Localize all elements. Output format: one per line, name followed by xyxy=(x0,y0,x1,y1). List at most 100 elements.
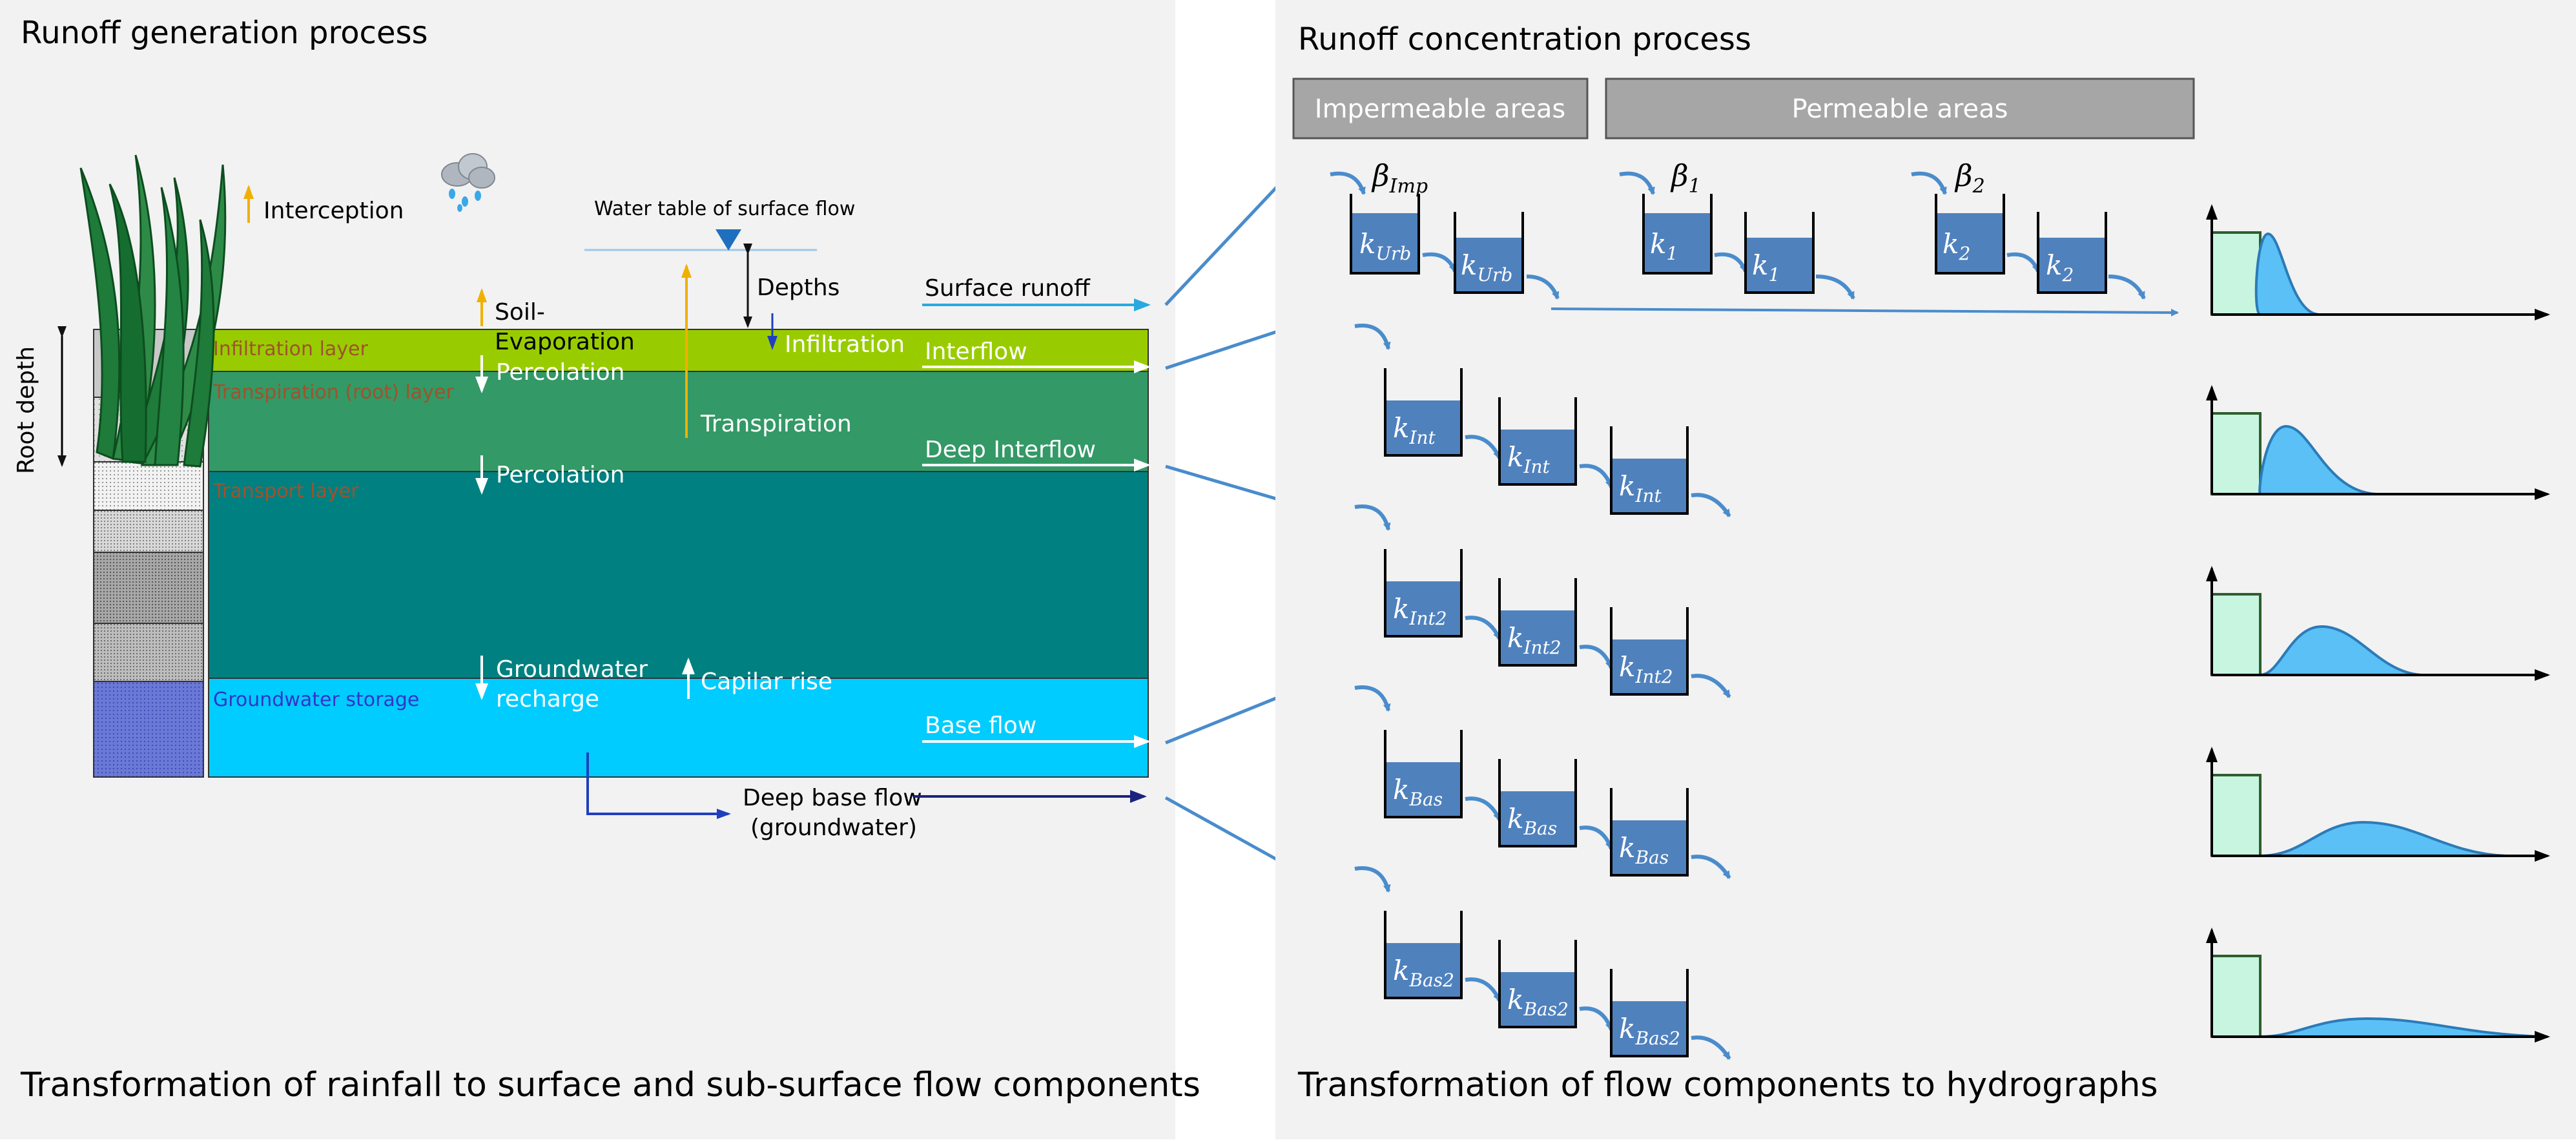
svg-text:k1: k1 xyxy=(1752,249,1780,286)
tank-int-2: kInt xyxy=(1498,397,1577,486)
tank-k2-2: k2 xyxy=(2037,212,2107,294)
percolation-label-2: Percolation xyxy=(496,462,624,488)
svg-text:kBas: kBas xyxy=(1507,803,1557,839)
svg-text:kUrb: kUrb xyxy=(1359,228,1411,264)
capillar-rise-label: Capilar rise xyxy=(701,669,832,695)
water-table-triangle-icon xyxy=(716,229,741,251)
tank-connector-k2 xyxy=(2006,252,2040,273)
tank-urb-1: kUrb xyxy=(1350,194,1420,275)
tank-urb-2: kUrb xyxy=(1454,212,1524,294)
tank-connector-k1 xyxy=(1714,252,1747,273)
svg-text:kBas2: kBas2 xyxy=(1393,955,1454,991)
permeable-header-label: Permeable areas xyxy=(1792,94,2008,124)
hydrograph-1 xyxy=(2206,204,2550,320)
svg-text:kInt2: kInt2 xyxy=(1393,593,1447,629)
tank-k2-1: k2 xyxy=(1935,194,2005,275)
groundwater-layer xyxy=(208,678,1149,778)
tank-connector-bas2-2 xyxy=(1579,1006,1613,1031)
tank-int2-1: kInt2 xyxy=(1384,549,1463,638)
tank-k1-2: k1 xyxy=(1744,212,1815,294)
svg-text:kBas2: kBas2 xyxy=(1507,984,1569,1020)
tank-connector-int-3 xyxy=(1691,493,1731,517)
surface-runoff-label: Surface runoff xyxy=(925,275,1091,302)
tank-bas2-3: kBas2 xyxy=(1610,969,1689,1057)
transpiration-layer xyxy=(208,371,1149,472)
tank-int-3: kInt xyxy=(1610,426,1689,515)
tank-chain-rows: kInt kInt kInt kInt2 kInt2 kInt2 kBas kBas kBas k… xyxy=(1354,324,1731,1060)
interception-label: Interception xyxy=(263,198,404,224)
svg-text:kBas: kBas xyxy=(1393,774,1443,810)
depths-label: Depths xyxy=(757,275,840,301)
svg-text:k1: k1 xyxy=(1650,228,1678,264)
rain-cloud-icon xyxy=(441,153,495,212)
tank-connector-bas-3 xyxy=(1691,855,1731,879)
transpiration-label: Transpiration xyxy=(700,411,852,437)
inflow-arrow-bas xyxy=(1354,685,1391,712)
svg-text:k2: k2 xyxy=(2046,249,2074,286)
row1-collector-arrow xyxy=(1551,307,2179,317)
svg-text:kInt: kInt xyxy=(1393,412,1436,448)
right-panel-background xyxy=(1275,0,2576,1139)
groundwater-layer-label: Groundwater storage xyxy=(213,689,419,711)
inflow-arrow-k2 xyxy=(1911,171,1947,195)
groundwater-recharge-label-1: Groundwater xyxy=(496,656,648,683)
hydrograph-3 xyxy=(2206,566,2550,681)
tank-bas-3: kBas xyxy=(1610,788,1689,877)
deep-interflow-label: Deep Interflow xyxy=(925,437,1096,463)
impermeable-header xyxy=(1292,78,1589,140)
infiltration-process-label: Infiltration xyxy=(785,331,905,358)
tank-connector-int2-1 xyxy=(1465,616,1501,640)
tank-connector-bas-1 xyxy=(1465,796,1501,821)
tank-connector-int2-3 xyxy=(1691,674,1731,698)
svg-text:kInt2: kInt2 xyxy=(1619,651,1673,687)
tank-bas2-2: kBas2 xyxy=(1498,940,1577,1028)
svg-text:k2: k2 xyxy=(1942,228,1970,264)
beta-imp-label: βImp xyxy=(1371,158,1428,198)
hydrograph-4 xyxy=(2206,747,2550,862)
hydrograph-5 xyxy=(2206,928,2550,1043)
tank-connector-bas2-3 xyxy=(1691,1035,1731,1060)
hydrograph-set xyxy=(2206,204,2550,1043)
tank-bas-2: kBas xyxy=(1498,759,1577,847)
svg-text:kBas: kBas xyxy=(1619,832,1669,868)
tank-bas-1: kBas xyxy=(1384,730,1463,818)
transpiration-layer-label: Transpiration (root) layer xyxy=(212,381,454,404)
right-panel-caption: Transformation of flow components to hyd… xyxy=(1297,1066,2158,1105)
deep-base-flow-path xyxy=(586,753,731,819)
inflow-arrow-bas2 xyxy=(1354,866,1391,893)
svg-text:kInt: kInt xyxy=(1507,441,1551,477)
groundwater-recharge-label-2: recharge xyxy=(496,686,599,712)
left-panel-title: Runoff generation process xyxy=(21,15,428,51)
svg-text:kInt: kInt xyxy=(1619,470,1662,506)
water-table-label: Water table of surface flow xyxy=(594,198,855,220)
tank-connector-int2-2 xyxy=(1579,645,1613,669)
infiltration-layer-label: Infiltration layer xyxy=(213,338,369,360)
deep-base-flow-label-1: Deep base flow xyxy=(743,785,922,811)
tank-outflow-urb xyxy=(1526,275,1560,300)
inflow-arrow-k1 xyxy=(1619,171,1655,195)
beta-2-label: β2 xyxy=(1954,158,1985,198)
tank-int2-2: kInt2 xyxy=(1498,578,1577,667)
beta-1-label: β1 xyxy=(1670,158,1701,198)
svg-text:kBas2: kBas2 xyxy=(1619,1013,1680,1049)
transport-layer xyxy=(208,471,1149,679)
tank-connector-bas2-1 xyxy=(1465,977,1501,1002)
inflow-arrow-int2 xyxy=(1354,504,1391,531)
root-depth-label: Root depth xyxy=(13,346,39,474)
permeable-header xyxy=(1605,78,2195,140)
hydrograph-2 xyxy=(2206,385,2550,500)
tank-outflow-k2 xyxy=(2108,275,2146,300)
base-flow-label: Base flow xyxy=(925,712,1036,739)
infiltration-layer xyxy=(208,329,1149,372)
impermeable-header-label: Impermeable areas xyxy=(1315,94,1565,124)
right-panel-title: Runoff concentration process xyxy=(1298,21,1751,57)
interflow-label: Interflow xyxy=(925,338,1027,365)
tank-connector-bas-2 xyxy=(1579,825,1613,850)
percolation-label-1: Percolation xyxy=(496,359,624,386)
plant-illustration xyxy=(79,154,227,468)
svg-text:kInt2: kInt2 xyxy=(1507,622,1561,658)
tank-bas2-1: kBas2 xyxy=(1384,911,1463,999)
connector-arrows xyxy=(1164,167,1296,871)
